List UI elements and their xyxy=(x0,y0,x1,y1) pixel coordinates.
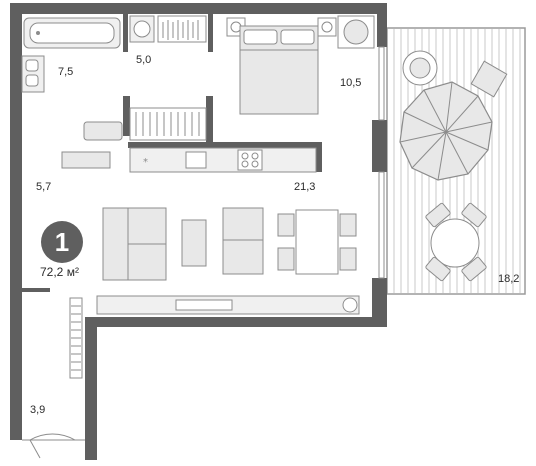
apartment-number-badge: 1 xyxy=(41,221,83,263)
total-area-value: 72,2 xyxy=(40,265,64,279)
room-area-living: 21,3 xyxy=(294,181,316,193)
sideboard xyxy=(96,295,360,315)
kitchen-counter-icon: * xyxy=(129,147,317,173)
storage-shelf xyxy=(69,297,83,379)
bathtub-icon xyxy=(23,17,121,49)
total-area-unit: м² xyxy=(66,265,79,279)
total-area: 72,2 м² xyxy=(40,265,79,279)
armchair-icon xyxy=(337,15,375,49)
svg-text:*: * xyxy=(143,157,148,168)
hall-wardrobe xyxy=(129,107,207,141)
coffee-table xyxy=(181,219,207,267)
umbrella-icon xyxy=(399,81,493,181)
hall-bench xyxy=(61,121,123,169)
room-area-wc: 5,0 xyxy=(136,54,152,66)
bed-icon xyxy=(226,17,337,115)
room-area-bedroom: 10,5 xyxy=(340,77,362,89)
round-table-icon xyxy=(425,202,487,282)
living-armchair xyxy=(222,207,264,275)
washbasin-icon xyxy=(21,55,45,93)
windows xyxy=(378,46,385,279)
walls xyxy=(10,3,387,460)
room-area-bathroom: 7,5 xyxy=(58,66,74,78)
apartment-number: 1 xyxy=(54,226,70,257)
terrace-lounge-chair xyxy=(402,50,508,98)
dining-table-icon xyxy=(277,209,357,275)
door-swing-icon xyxy=(22,433,85,459)
sofa-icon xyxy=(102,207,167,281)
room-area-terrace: 18,2 xyxy=(498,273,520,285)
washing-machine-icon xyxy=(129,15,155,43)
room-area-storage: 3,9 xyxy=(30,404,46,416)
toilet-icon xyxy=(157,15,207,43)
room-area-hall: 5,7 xyxy=(36,181,52,193)
